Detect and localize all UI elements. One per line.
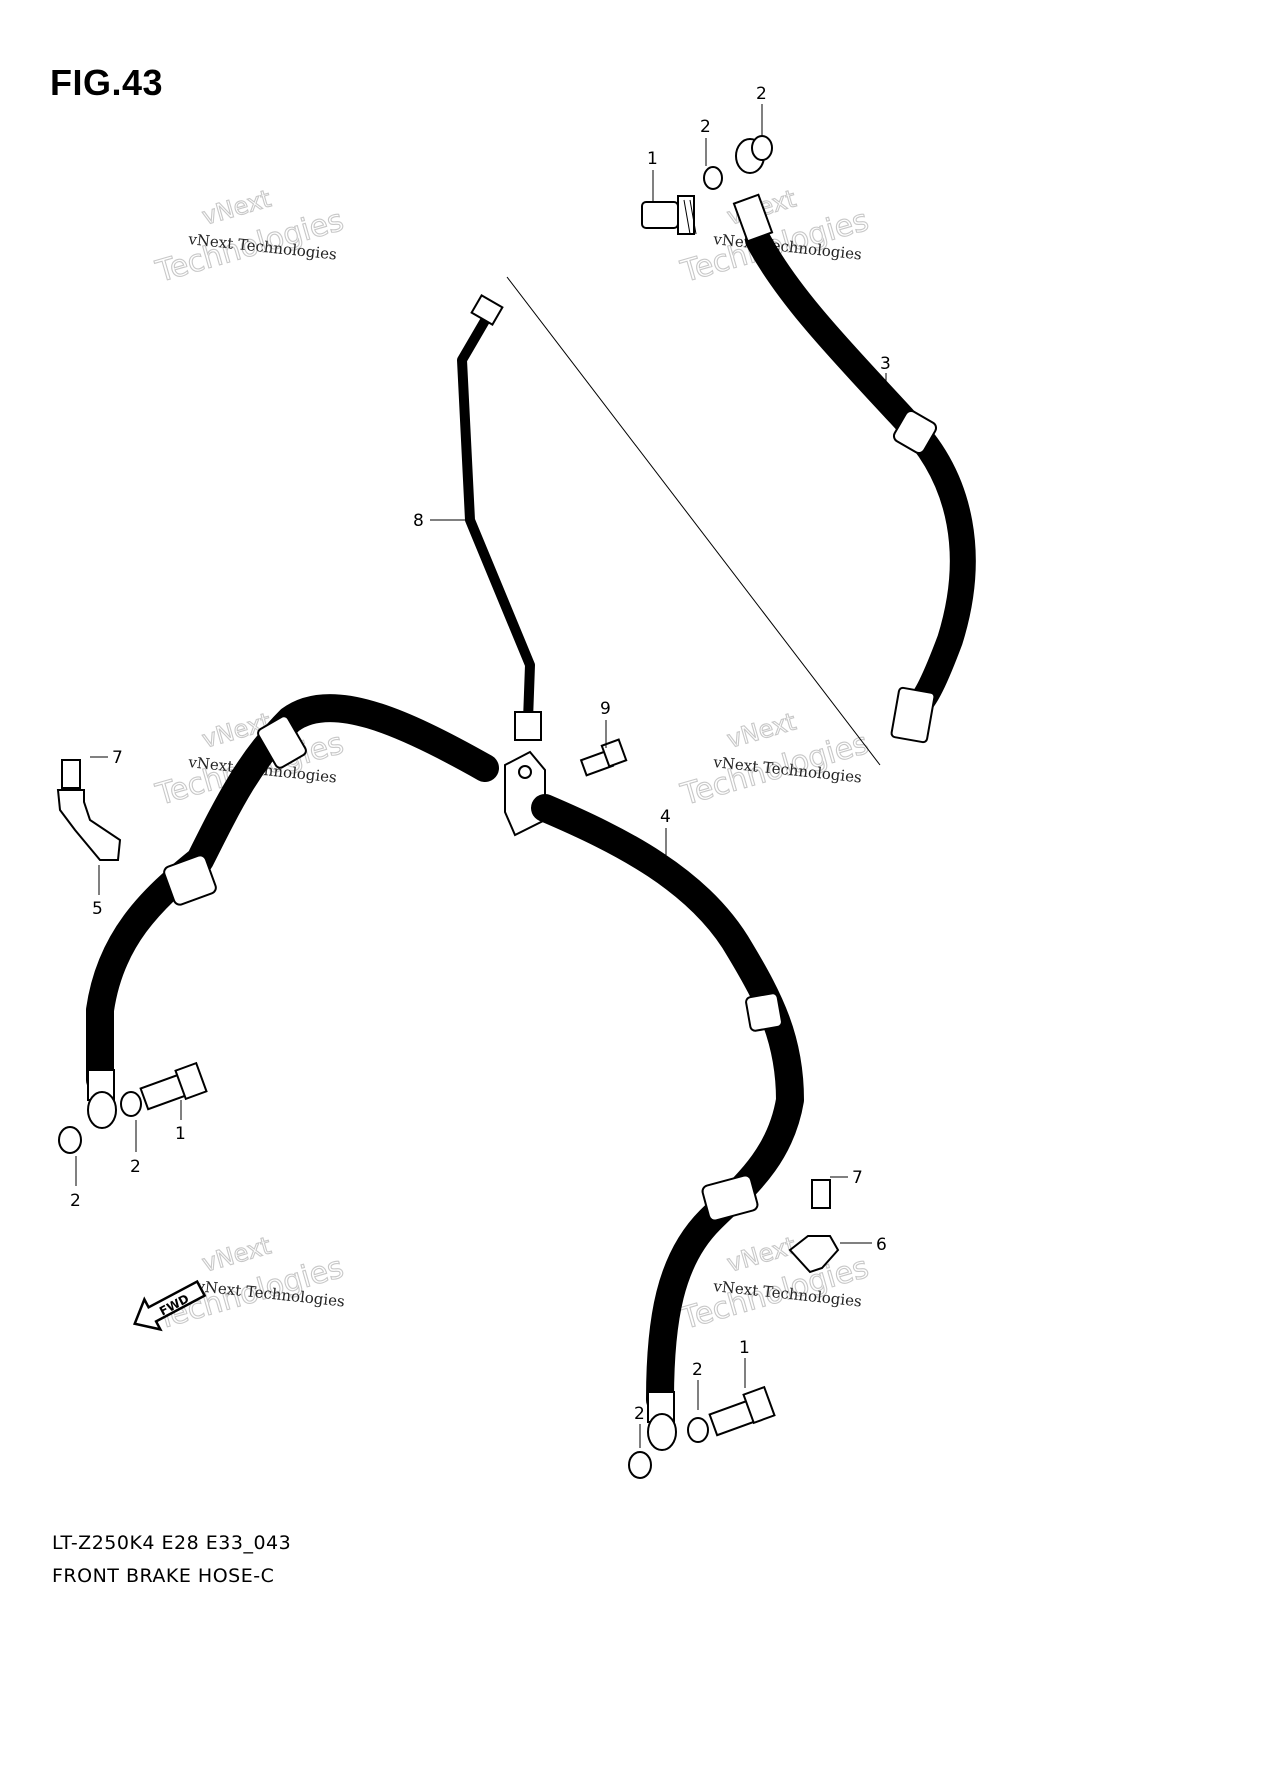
callout-1-right: 1 [739,1338,750,1358]
fitting-group-right [628,1385,776,1479]
callout-1-top: 1 [647,149,658,169]
callout-2-left-a: 2 [130,1157,141,1177]
callout-8: 8 [413,511,424,531]
watermark-bottom-left: vNext Technologies vNext Technologies [151,1231,348,1338]
callout-2-top-b: 2 [756,84,767,104]
hose-4 [531,794,804,1451]
figure-name: FRONT BRAKE HOSE-C [52,1565,275,1587]
fitting-group-left [58,1061,208,1154]
figure-title: FIG.43 [50,62,164,103]
callout-6: 6 [876,1235,887,1255]
callout-4: 4 [660,807,671,827]
hose-left [86,694,499,1129]
callout-5: 5 [92,899,103,919]
watermark-mid-right: vNext Technologies vNext Technologies [676,707,873,814]
callout-1-left: 1 [175,1124,186,1144]
callout-numbers: 1 2 2 3 8 9 7 5 4 1 2 2 7 6 1 2 2 [70,84,891,1424]
callout-7-right: 7 [852,1168,863,1188]
reference-line [506,276,881,766]
watermark-top-left: vNext Technologies vNext Technologies [151,184,348,291]
fitting-group-top [641,135,773,235]
callout-leaders [75,104,887,1448]
callout-7-left: 7 [112,748,123,768]
bracket-5 [56,759,122,861]
callout-2-right-b: 2 [634,1404,645,1424]
brake-pipe-8 [457,293,542,741]
callout-2-left-b: 2 [70,1191,81,1211]
watermark-bottom-right: vNext Technologies vNext Technologies [676,1231,873,1338]
figure-model-code: LT-Z250K4 E28 E33_043 [52,1532,292,1554]
callout-2-right-a: 2 [692,1360,703,1380]
callout-2-top-a: 2 [700,117,711,137]
hose-3 [732,193,976,744]
callout-9: 9 [600,699,611,719]
callout-3: 3 [880,354,891,374]
bracket-6 [788,1179,840,1274]
